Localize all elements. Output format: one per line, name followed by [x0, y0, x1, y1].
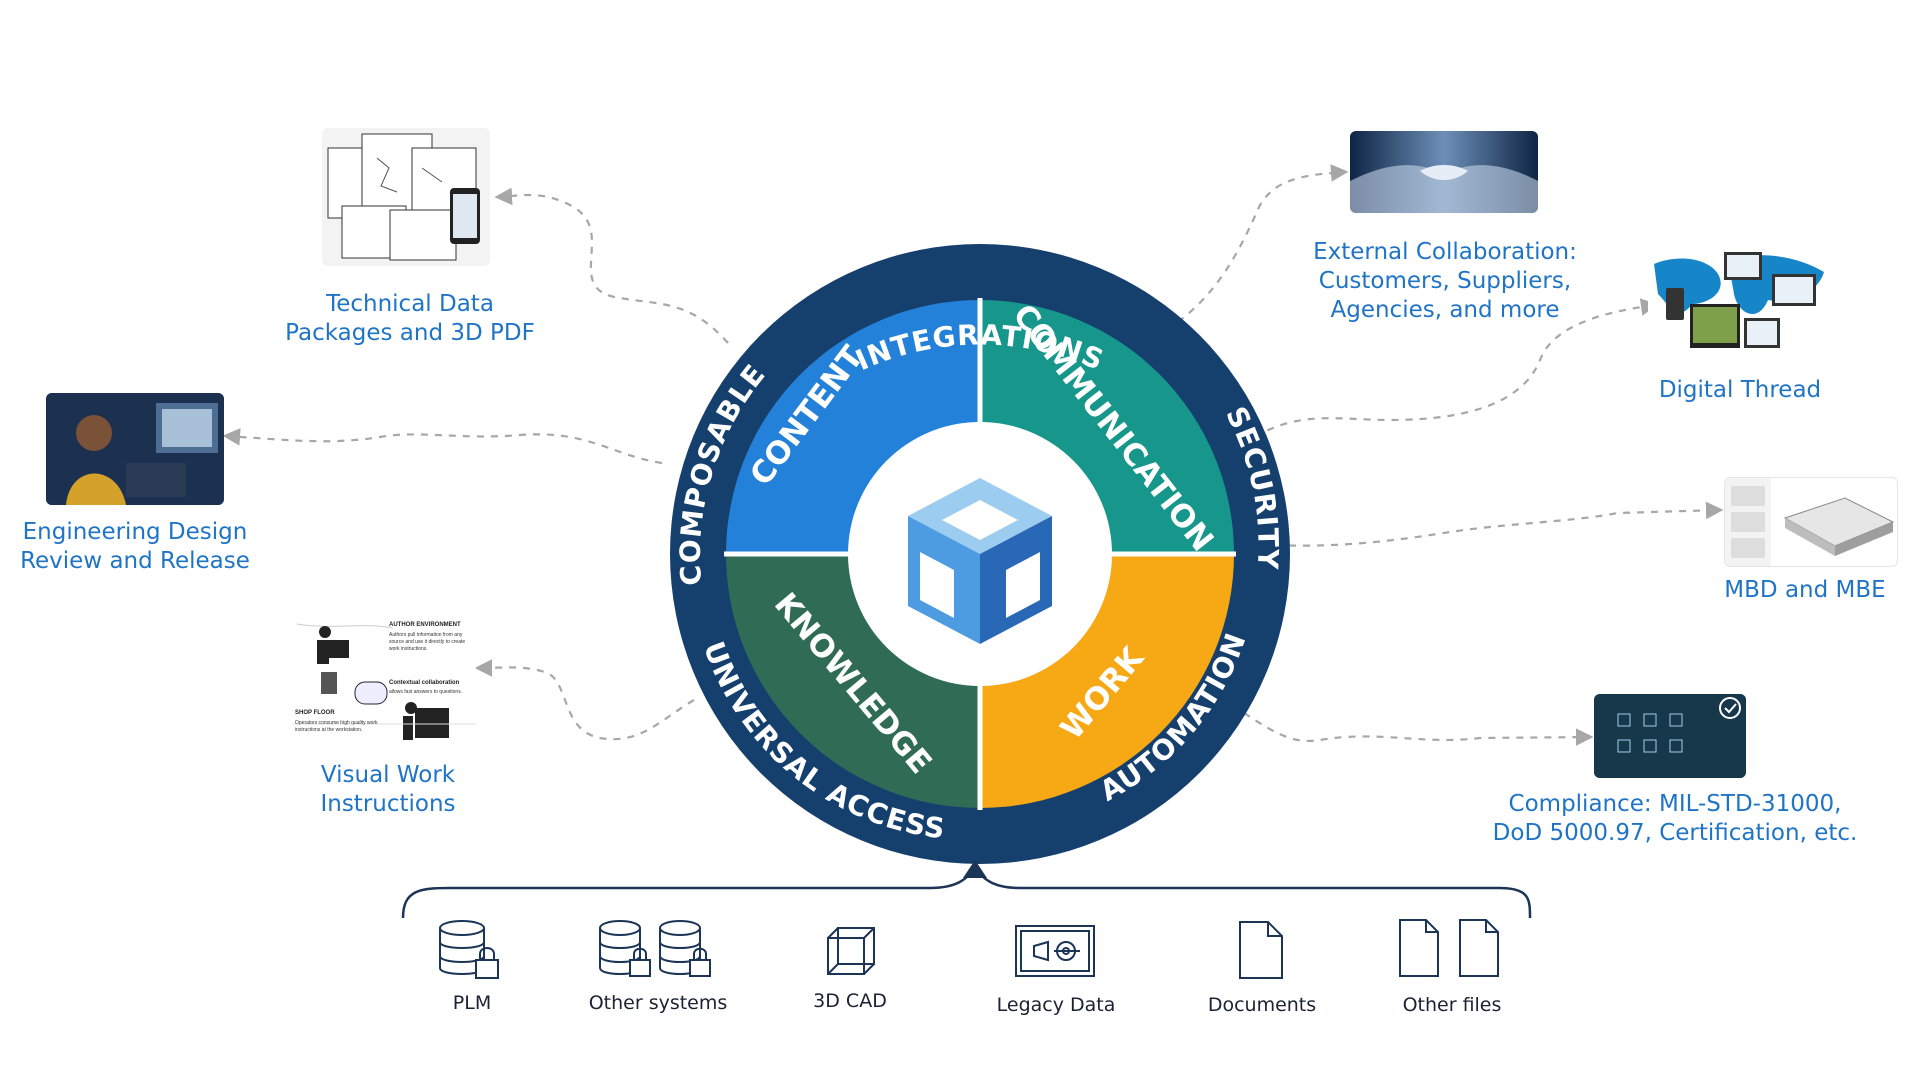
- handshake-thumbnail: [1350, 131, 1538, 213]
- source-label-legacy-data: Legacy Data: [996, 994, 1116, 1016]
- source-label-other-systems: Other systems: [588, 992, 728, 1014]
- legacy-drawing-icon: [1015, 925, 1095, 977]
- contextual-label: Contextual collaboration: [389, 680, 460, 686]
- label-digital-thread: Digital Thread: [1658, 377, 1822, 403]
- shop-floor-label: SHOP FLOOR: [295, 710, 335, 716]
- connector-visual-work: [474, 659, 695, 741]
- engineering-thumbnail: [46, 393, 224, 505]
- technical-data-thumbnail: [322, 128, 490, 266]
- databases-lock-icon: [599, 920, 711, 977]
- database-lock-icon: [439, 920, 499, 979]
- operators-text: Operators consume high quality work inst…: [295, 720, 378, 733]
- label-external-collaboration: External Collaboration:Customers, Suppli…: [1313, 239, 1577, 323]
- source-label-other-files: Other files: [1402, 994, 1502, 1016]
- document-icon: [1239, 921, 1283, 979]
- connector-engineering: [222, 428, 663, 465]
- label-mbd: MBD and MBE: [1724, 577, 1886, 603]
- connector-digital-thread: [1254, 298, 1659, 438]
- contextual-text: allows fast answers to questions.: [389, 689, 463, 695]
- digital-thread-thumbnail: [1648, 244, 1830, 364]
- files-icon: [1399, 919, 1499, 977]
- connectors: [222, 164, 1724, 746]
- bracket-arrow-icon: [963, 860, 987, 878]
- source-label-3d-cad: 3D CAD: [813, 990, 887, 1012]
- visual-work-thumbnail: AUTHOR ENVIRONMENT Authors pull informat…: [293, 620, 476, 750]
- connector-mbd: [1274, 501, 1724, 547]
- compliance-thumbnail: [1594, 694, 1746, 778]
- connector-compliance: [1231, 704, 1594, 746]
- label-compliance: Compliance: MIL-STD-31000,DoD 5000.97, C…: [1492, 791, 1858, 846]
- source-label-plm: PLM: [452, 992, 492, 1014]
- mbd-thumbnail: [1724, 477, 1898, 567]
- author-env-label: AUTHOR ENVIRONMENT: [389, 622, 461, 628]
- author-text: Authors pull information from any source…: [389, 632, 466, 652]
- connector-external: [1177, 164, 1349, 323]
- cube-icon: [827, 927, 875, 975]
- cube-logo-icon: [908, 478, 1052, 644]
- connector-technical-data: [494, 187, 729, 344]
- source-label-documents: Documents: [1207, 994, 1317, 1016]
